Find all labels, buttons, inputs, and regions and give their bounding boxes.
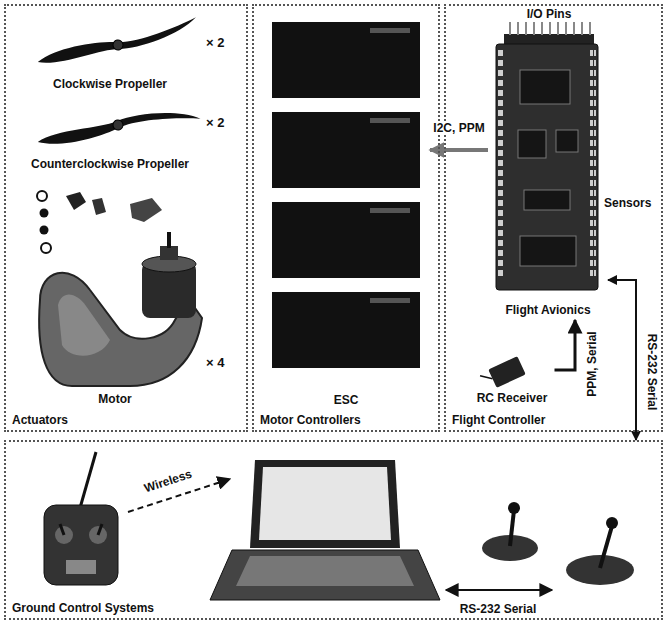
joystick [482, 502, 538, 561]
flight-avionics: Flight Avionics [488, 38, 608, 320]
signal-connector [555, 320, 576, 370]
drawing-part [66, 192, 86, 210]
drawing-part [370, 208, 410, 213]
node-label: Actuators [12, 413, 68, 427]
drawing-part [60, 524, 64, 535]
drawing-part [40, 209, 49, 218]
node-label: RC Receiver [477, 391, 548, 405]
flight-avionics-board [496, 22, 598, 290]
esc-board-stack [272, 22, 420, 368]
part-name: I/O Pins [527, 7, 572, 21]
drawing-part [36, 17, 200, 67]
drawing-part [272, 112, 420, 188]
node-label: Motor Controllers [260, 413, 361, 427]
drawing-part [130, 198, 162, 222]
node-label: Flight Controller [452, 413, 545, 427]
part-name: Counterclockwise Propeller [31, 157, 189, 171]
node-label: Flight Avionics [505, 303, 590, 317]
drawing-part [41, 243, 51, 253]
drawing-part [600, 526, 612, 568]
drawing-part [272, 202, 420, 278]
drawing-part [112, 39, 124, 51]
drawing-part [160, 246, 178, 260]
motor-illustration [37, 191, 202, 386]
serial-modem-joystick [566, 517, 634, 585]
drawing-part [520, 236, 576, 266]
drawing-part [370, 298, 410, 303]
drawing-part [167, 232, 171, 248]
drawing-part [37, 191, 47, 201]
motor-controllers-panel: ESC Motor Controllers [252, 4, 440, 432]
drawing-part [556, 130, 578, 152]
rc-receiver-icon [479, 356, 526, 392]
drawing-part [370, 118, 410, 123]
drawing-part [44, 505, 118, 585]
drawing-part [524, 190, 570, 210]
drawing-part [66, 560, 96, 574]
drawing-part [236, 556, 414, 586]
drawing-part [518, 130, 546, 158]
drawing-part [566, 555, 634, 585]
drawing-part [98, 524, 102, 535]
part-name: Clockwise Propeller [53, 77, 167, 91]
node-label: Ground Control Systems [12, 601, 154, 615]
counterclockwise-propeller [37, 103, 201, 153]
drawing-part [498, 50, 504, 280]
laptop [210, 460, 440, 600]
flight-controller-panel: Flight Avionics RC ReceiverFlight Control… [444, 4, 663, 432]
serial-link [446, 589, 552, 591]
part-name: Motor [98, 392, 131, 406]
signal-name: I2C, PPM [431, 121, 486, 135]
drawing-part [92, 198, 106, 215]
drawing-part [40, 226, 49, 235]
drawing-part [80, 452, 96, 508]
quantity: × 2 [206, 116, 224, 130]
drawing-part [112, 119, 124, 131]
signal-name: RS-232 Serial [645, 332, 659, 413]
quantity: × 4 [206, 356, 224, 370]
drawing-part [606, 517, 618, 529]
drawing-part [370, 28, 410, 33]
signal-connector [608, 280, 636, 440]
drawing-part [480, 372, 492, 383]
drawing-part [259, 467, 391, 540]
part-name: Sensors [604, 196, 651, 210]
drawing-part [496, 44, 598, 290]
signal-name: PPM, Serial [585, 329, 599, 398]
clockwise-propeller [36, 17, 200, 67]
drawing-part [58, 295, 110, 356]
drawing-part [504, 34, 594, 44]
drawing-part [508, 502, 520, 514]
rc-receiver: RC Receiver [470, 352, 555, 408]
signal-name: RS-232 Serial [460, 602, 537, 616]
drawing-part [210, 550, 440, 600]
drawing-part [272, 22, 420, 98]
rc-transmitter [44, 452, 118, 585]
drawing-part [272, 292, 420, 368]
drawing-part [37, 103, 201, 153]
drawing-part [590, 50, 596, 280]
esc-group: ESC [262, 14, 430, 410]
quantity: × 2 [206, 36, 224, 50]
node-label: ESC [334, 393, 359, 407]
drawing-part [506, 22, 594, 35]
signal-name: Wireless [142, 467, 193, 496]
drawing-part [520, 70, 570, 104]
drawing-part [510, 510, 514, 546]
ground-control-panel: Ground Control Systems [4, 440, 663, 620]
drawing-part [488, 356, 525, 388]
drawing-part [250, 460, 400, 548]
